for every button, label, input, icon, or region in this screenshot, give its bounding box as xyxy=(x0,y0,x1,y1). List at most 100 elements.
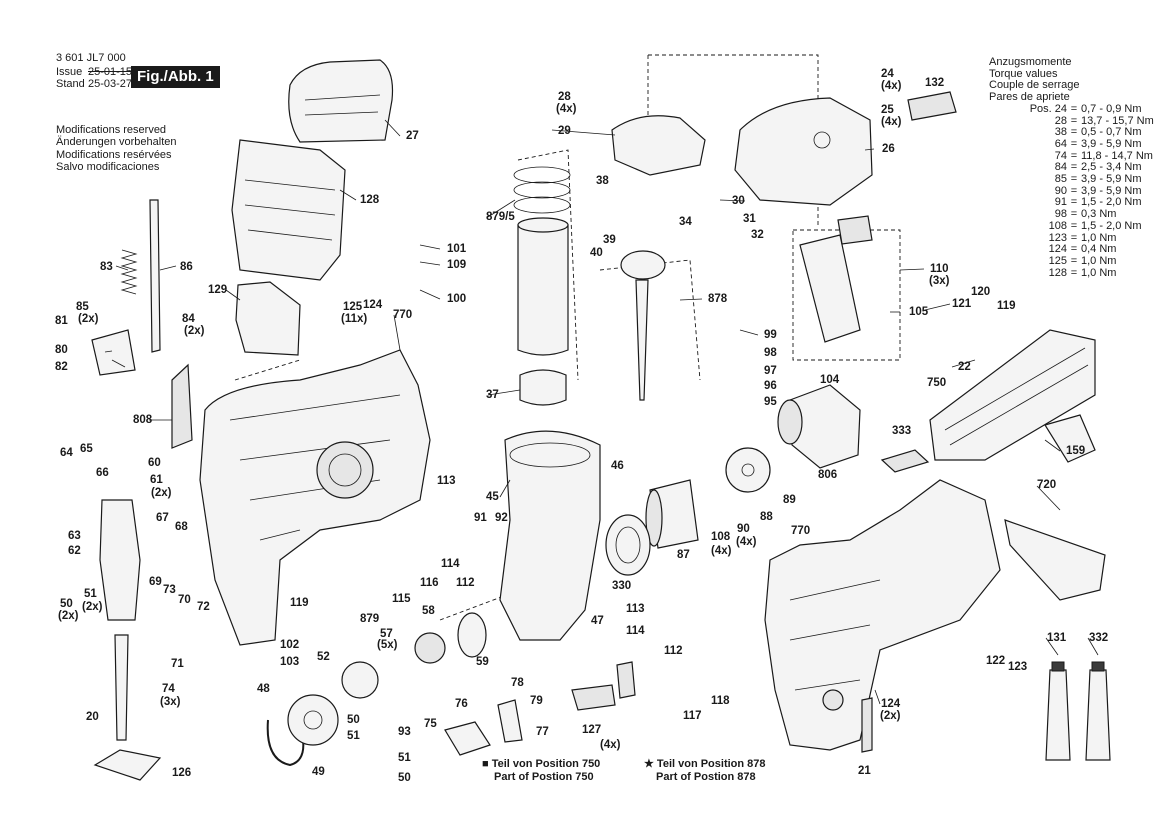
part-label: 120 xyxy=(971,286,990,298)
part-label: 70 xyxy=(178,594,191,606)
label-132 xyxy=(907,91,957,121)
torque-eq: = xyxy=(1070,102,1078,115)
part-label: 122 xyxy=(986,655,1005,667)
torque-row: 90=3,9 - 5,9 Nm xyxy=(989,185,1154,198)
part-label: 132 xyxy=(925,77,944,89)
part-label: 84 xyxy=(182,313,195,325)
part-label: 129 xyxy=(208,284,227,296)
part-label: (4x) xyxy=(881,116,902,128)
leader-line xyxy=(924,303,951,311)
part-label: (3x) xyxy=(929,275,950,287)
torque-title: Torque values xyxy=(989,67,1058,80)
part-label: (3x) xyxy=(160,696,181,708)
part-label: 83 xyxy=(100,261,113,273)
leader-line xyxy=(487,199,516,218)
leader-line xyxy=(874,689,881,705)
torque-row: 98=0,3 Nm xyxy=(989,208,1154,221)
torque-value: 1,5 - 2,0 Nm xyxy=(1081,196,1142,209)
part-label: 115 xyxy=(392,593,411,605)
torque-row: 125=1,0 Nm xyxy=(989,254,1154,268)
torque-pos: 85 xyxy=(1054,173,1067,186)
part-label: 47 xyxy=(591,615,604,627)
cylinder-879-5 xyxy=(513,166,571,356)
rail-86 xyxy=(149,199,161,353)
legend-square: ■ Teil von Position 750 Part of Postion … xyxy=(482,758,600,783)
part-label: 69 xyxy=(149,576,162,588)
part-label: 21 xyxy=(858,765,871,777)
part-label: 39 xyxy=(603,234,616,246)
torque-row: 124=0,4 Nm xyxy=(989,244,1154,256)
part-75 xyxy=(444,721,491,756)
part-label: 125 xyxy=(343,301,363,313)
part-label: 87 xyxy=(677,549,690,561)
motor-806 xyxy=(777,384,861,469)
part-label: 27 xyxy=(406,130,419,142)
shaft-20 xyxy=(114,634,129,741)
torque-pos: 125 xyxy=(1048,254,1067,267)
cylinder-housing-45 xyxy=(499,430,601,641)
leader-line xyxy=(899,268,925,271)
part-label: 37 xyxy=(486,389,499,401)
part-label: 332 xyxy=(1089,632,1108,644)
part-label: 89 xyxy=(783,494,796,506)
torque-value: 1,5 - 2,0 Nm xyxy=(1081,219,1142,232)
leader-lines xyxy=(104,119,1099,705)
part-label: 65 xyxy=(80,443,93,455)
rear-cover-27 xyxy=(288,59,394,143)
housing-part-129 xyxy=(235,281,301,356)
mod-line: Salvo modificaciones xyxy=(56,160,160,173)
part-label: (2x) xyxy=(78,313,99,325)
part-label: 40 xyxy=(590,247,603,259)
leader-line xyxy=(951,359,976,368)
part-label: 159 xyxy=(1066,445,1085,457)
torque-value: 3,9 - 5,9 Nm xyxy=(1081,137,1142,150)
modifications-note: Modifications reserved Änderungen vorbeh… xyxy=(56,124,176,173)
part-label: (4x) xyxy=(711,545,732,557)
torque-pos: 108 xyxy=(1048,219,1067,232)
part-label: 72 xyxy=(197,601,210,613)
leader-line xyxy=(225,289,241,301)
part-label: 117 xyxy=(683,710,702,722)
part-label: 99 xyxy=(764,329,777,341)
bearing-59 xyxy=(457,612,487,658)
leader-line xyxy=(551,129,616,136)
torque-eq: = xyxy=(1070,243,1078,256)
part-label: 46 xyxy=(611,460,624,472)
part-label: 68 xyxy=(175,521,188,533)
gear-57 xyxy=(341,632,446,699)
part-label: (2x) xyxy=(880,710,901,722)
torque-value: 0,4 Nm xyxy=(1081,243,1117,256)
leader-line xyxy=(419,289,441,300)
torque-row: Pos. 24=0,7 - 0,9 Nm xyxy=(989,102,1154,116)
part-label: 118 xyxy=(711,695,730,707)
torque-value: 3,9 - 5,9 Nm xyxy=(1081,173,1142,186)
part-label: (2x) xyxy=(58,610,79,622)
part-label: 330 xyxy=(612,580,631,592)
leader-line xyxy=(1045,637,1059,656)
collar-37 xyxy=(519,369,567,406)
part-label: 86 xyxy=(180,261,193,273)
part-label: 113 xyxy=(437,475,456,487)
piston-rod-878 xyxy=(620,250,666,401)
part-label: 26 xyxy=(882,143,895,155)
part-label: 73 xyxy=(163,584,176,596)
torque-row: 91=1,5 - 2,0 Nm xyxy=(989,197,1154,209)
torque-pos: 28 xyxy=(1054,114,1067,127)
part-label: 78 xyxy=(511,677,524,689)
leader-line xyxy=(339,189,357,201)
part-label: 75 xyxy=(424,718,437,730)
part-label: 131 xyxy=(1047,632,1067,644)
plate-333 xyxy=(880,449,930,473)
part-label: 109 xyxy=(447,259,466,271)
part-label: 63 xyxy=(68,530,81,542)
part-label: 98 xyxy=(764,347,777,359)
part-label: 770 xyxy=(393,309,412,321)
part-label: 51 xyxy=(84,588,97,600)
part-label: 25 xyxy=(881,104,894,116)
torque-row: 64=3,9 - 5,9 Nm xyxy=(989,137,1154,151)
disc-49 xyxy=(287,694,339,746)
torque-eq: = xyxy=(1070,173,1078,186)
part-label: 76 xyxy=(455,698,468,710)
part-label: 45 xyxy=(486,491,499,503)
